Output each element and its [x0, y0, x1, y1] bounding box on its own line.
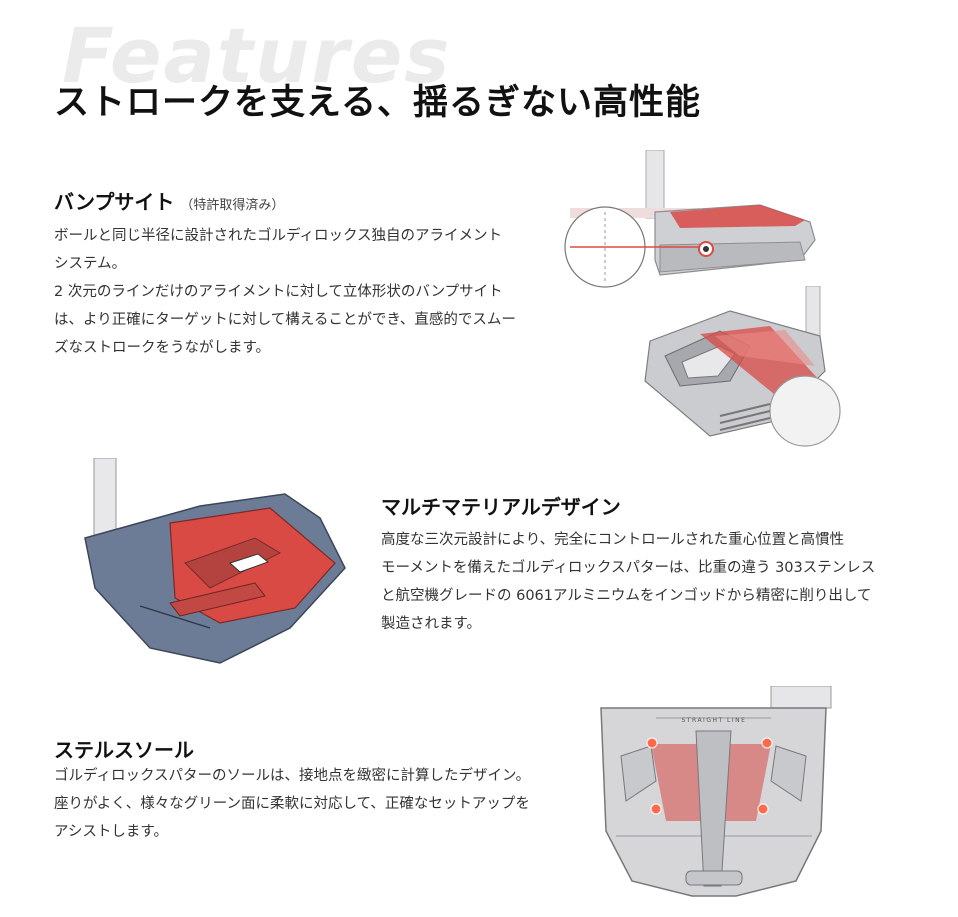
multi-material-illustration [84, 458, 346, 664]
text-line: 2 次元のラインだけのアライメントに対して立体形状のバンプサイト [54, 284, 503, 300]
text-line: モーメントを備えたゴルディロックスパターは、比重の違う 303ステンレス [381, 560, 876, 576]
page-headline: ストロークを支える、揺るぎない高性能 [54, 83, 701, 123]
bump-sight-side-illustration [564, 150, 816, 288]
text-line: 製造されます。 [381, 616, 482, 632]
patent-note: （特許取得済み） [180, 198, 285, 213]
bump-sight-title: バンプサイト （特許取得済み） [54, 186, 284, 215]
text-line: アシストします。 [54, 824, 168, 840]
multi-material-title: マルチマテリアルデザイン [381, 495, 621, 519]
bump-sight-description: ボールと同じ半径に設計されたゴルディロックス独自のアライメント システム。 2 … [54, 222, 516, 362]
stealth-sole-illustration: STRAIGHT LINE [600, 686, 832, 897]
stealth-sole-title: ステルスソール [54, 738, 194, 762]
text-line: ズなストロークをうながします。 [54, 340, 271, 356]
text-line: ゴルディロックスパターのソールは、接地点を緻密に計算したデザイン。 [54, 768, 531, 784]
text-line: ボールと同じ半径に設計されたゴルディロックス独自のアライメント [54, 228, 503, 244]
stealth-sole-description: ゴルディロックスパターのソールは、接地点を緻密に計算したデザイン。 座りがよく、… [54, 762, 530, 846]
bump-sight-title-text: バンプサイト [54, 190, 175, 214]
text-line: は、より正確にターゲットに対して構えることができ、直感的でスムー [54, 312, 516, 328]
sole-brand-text: STRAIGHT LINE [682, 717, 747, 724]
text-line: 座りがよく、様々なグリーン面に柔軟に対応して、正確なセットアップを [54, 796, 530, 812]
text-line: 高度な三次元設計により、完全にコントロールされた重心位置と高慣性 [381, 532, 845, 548]
text-line: と航空機グレードの 6061アルミニウムをインゴッドから精密に削り出して [381, 588, 872, 604]
features-watermark: Features [62, 11, 452, 100]
bump-sight-perspective-illustration [644, 286, 841, 447]
text-line: システム。 [54, 256, 127, 272]
multi-material-description: 高度な三次元設計により、完全にコントロールされた重心位置と高慣性 モーメントを備… [381, 526, 875, 638]
